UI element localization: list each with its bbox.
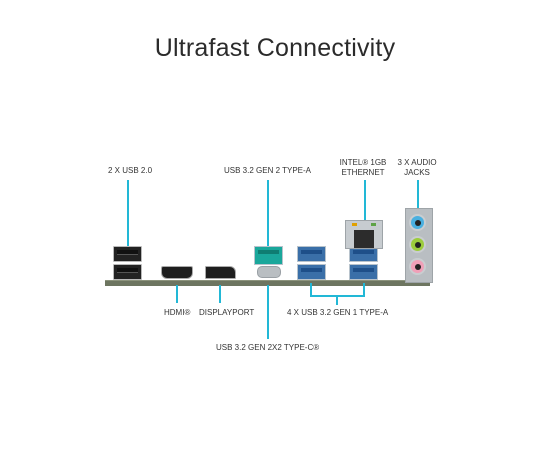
label-ethernet: INTEL® 1GB ETHERNET — [333, 158, 393, 178]
label-audio: 3 X AUDIO JACKS — [392, 158, 442, 178]
usb2-port-icon — [113, 264, 142, 280]
audio-jack-icon — [409, 214, 426, 231]
callout-bracket-stem — [336, 295, 338, 305]
hdmi-port-icon — [161, 266, 193, 279]
callout-bracket-right — [363, 283, 365, 296]
label-audio-line2: JACKS — [404, 168, 430, 177]
label-displayport: DISPLAYPORT — [199, 308, 255, 317]
callout-bracket-left — [310, 283, 312, 296]
usb3-port-icon — [297, 264, 326, 280]
callout-line-ethernet — [364, 180, 366, 222]
callout-line-audio — [417, 180, 419, 222]
callout-line-hdmi — [176, 285, 178, 303]
audio-jack-icon — [409, 236, 426, 253]
usbc-port-icon — [257, 266, 281, 278]
label-audio-line1: 3 X AUDIO — [397, 158, 437, 167]
label-hdmi: HDMI® — [164, 308, 191, 317]
audio-jack-icon — [409, 258, 426, 275]
callout-line-displayport — [219, 285, 221, 303]
usb2-port-icon — [113, 246, 142, 262]
label-usb32-gen2: USB 3.2 GEN 2 TYPE-A — [224, 166, 311, 175]
label-ethernet-line1: INTEL® 1GB — [339, 158, 387, 167]
label-usbc: USB 3.2 GEN 2X2 TYPE-C® — [216, 343, 320, 352]
page-title: Ultrafast Connectivity — [154, 34, 396, 62]
callout-line-usbc — [267, 285, 269, 339]
usb3-port-icon — [349, 264, 378, 280]
usb-teal-port-icon — [254, 246, 283, 265]
label-usb20: 2 X USB 2.0 — [108, 166, 153, 175]
callout-line-usb32-gen2 — [267, 180, 269, 250]
label-ethernet-line2: ETHERNET — [341, 168, 385, 177]
displayport-port-icon — [205, 266, 236, 279]
io-panel-base — [105, 280, 430, 286]
label-usb32-gen1: 4 X USB 3.2 GEN 1 TYPE-A — [287, 308, 389, 317]
ethernet-port-icon — [345, 220, 383, 249]
callout-line-usb20 — [127, 180, 129, 250]
usb3-port-icon — [297, 246, 326, 262]
